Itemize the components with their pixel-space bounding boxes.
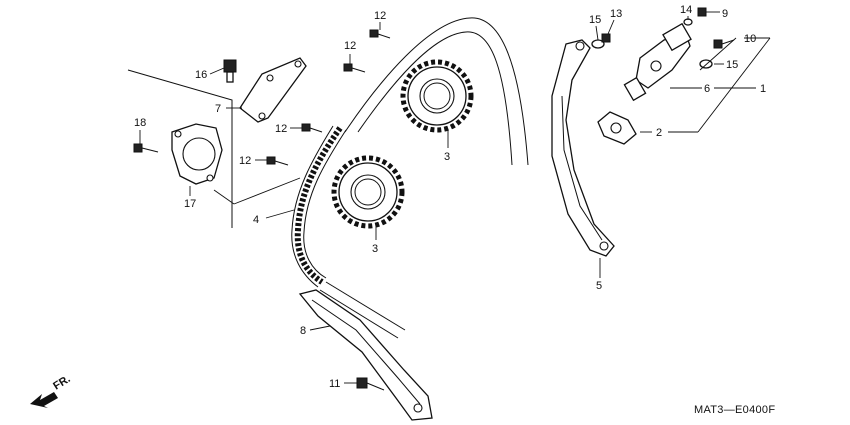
bolt-12-top [369, 29, 391, 39]
callout-5: 5 [596, 280, 602, 292]
tensioner-arm-5 [551, 39, 615, 257]
bolt-18 [133, 143, 159, 153]
bolt-16 [223, 59, 237, 83]
callout-12: 12 [344, 40, 356, 52]
callout-12: 12 [239, 155, 251, 167]
diagram-code: MAT3—E0400F [694, 404, 775, 416]
gasket-2 [597, 111, 637, 145]
bolt-11 [356, 377, 385, 391]
bolt-12-upper [343, 63, 366, 73]
direction-label: FR. [51, 373, 72, 393]
callout-17: 17 [184, 198, 196, 210]
callout-9: 9 [722, 8, 728, 20]
callout-11: 11 [329, 378, 340, 390]
chain-guide-8 [298, 289, 433, 421]
callout-3: 3 [444, 151, 450, 163]
callout-13: 13 [610, 8, 622, 20]
callout-15: 15 [726, 59, 738, 71]
cam-sprocket-lower [331, 155, 405, 229]
engine-block-outline [127, 69, 233, 228]
callout-3: 3 [372, 243, 378, 255]
callout-4: 4 [253, 214, 259, 226]
callout-1: 1 [760, 83, 766, 95]
callout-2: 2 [656, 127, 662, 139]
leader-lines [139, 11, 771, 384]
callout-14: 14 [680, 4, 692, 16]
cam-sprocket-upper [400, 59, 474, 133]
callout-10: 10 [744, 33, 756, 45]
callout-15: 15 [589, 14, 601, 26]
callout-8: 8 [300, 325, 306, 337]
callout-18: 18 [134, 117, 146, 129]
callout-6: 6 [704, 83, 710, 95]
callout-12: 12 [374, 10, 386, 22]
guide-plate-7 [239, 57, 307, 123]
callout-12: 12 [275, 123, 287, 135]
callout-16: 16 [195, 69, 207, 81]
gasket-17 [171, 123, 223, 185]
bolt-13 [601, 33, 611, 43]
bolt-9 [697, 7, 707, 17]
front-direction-arrow: FR. [30, 373, 73, 408]
callout-7: 7 [215, 103, 221, 115]
bolt-12-mid [301, 123, 323, 133]
cam-chain [291, 125, 406, 339]
bolt-10 [713, 39, 735, 49]
tensioner-lifter-6 [623, 22, 692, 102]
chain-guide-top-curve [344, 17, 529, 166]
bolt-12-low [266, 156, 289, 166]
